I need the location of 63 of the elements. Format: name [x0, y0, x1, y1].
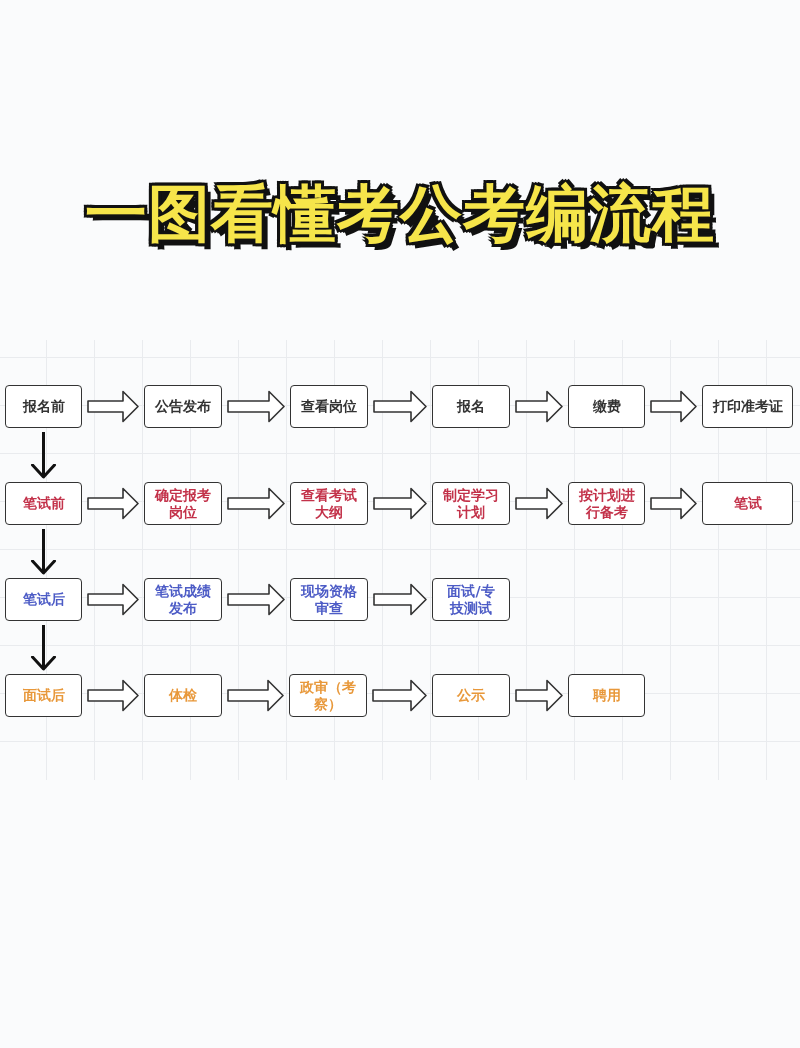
step-box — [5, 674, 82, 717]
step-label: 公示 — [457, 687, 485, 704]
step-label: 政审（考察） — [299, 678, 357, 713]
down-arrow — [31, 625, 56, 671]
step-box — [144, 674, 222, 717]
step-box — [289, 674, 367, 717]
step-box — [432, 482, 510, 525]
step-label: 查看岗位 — [301, 398, 357, 415]
block-arrow — [87, 487, 139, 520]
block-arrow — [373, 487, 427, 520]
title: 一图看懂考公考编流程 — [84, 176, 716, 252]
step-box — [144, 482, 222, 525]
block-arrow — [87, 390, 139, 423]
step-label: 缴费 — [592, 398, 621, 415]
step-label: 面试/专技测试 — [446, 582, 496, 617]
step-label: 打印准考证 — [712, 398, 783, 415]
step-label: 体检 — [169, 687, 197, 704]
block-arrow — [227, 679, 284, 712]
step-box — [144, 385, 222, 428]
step-label: 笔试成绩发布 — [154, 582, 212, 617]
step-label: 面试后 — [22, 687, 65, 704]
step-box — [290, 578, 368, 621]
step-box — [432, 385, 510, 428]
step-box — [432, 578, 510, 621]
step-box — [702, 482, 793, 525]
step-label: 查看考试大纲 — [300, 486, 358, 521]
block-arrow — [650, 390, 697, 423]
step-label: 确定报考岗位 — [153, 486, 212, 521]
down-arrow — [31, 432, 56, 479]
step-label: 制定学习计划 — [442, 486, 500, 521]
step-box — [5, 385, 82, 428]
step-box — [144, 578, 222, 621]
block-arrow — [373, 390, 427, 423]
step-box — [568, 385, 645, 428]
block-arrow — [650, 487, 697, 520]
step-label: 公告发布 — [155, 398, 211, 415]
step-box — [290, 482, 368, 525]
step-box — [5, 578, 82, 621]
step-label: 笔试后 — [22, 591, 65, 608]
step-label: 笔试 — [733, 495, 762, 512]
block-arrow — [87, 679, 139, 712]
block-arrow — [515, 390, 563, 423]
step-box — [568, 674, 645, 717]
step-label: 报名 — [457, 398, 485, 415]
step-box — [432, 674, 510, 717]
step-box — [702, 385, 793, 428]
block-arrow — [515, 679, 563, 712]
down-arrow — [31, 529, 56, 575]
step-label: 聘用 — [592, 687, 621, 704]
step-box — [290, 385, 368, 428]
step-label: 报名前 — [22, 398, 65, 415]
block-arrow — [227, 390, 285, 423]
block-arrow — [227, 487, 285, 520]
block-arrow — [373, 583, 427, 616]
block-arrow — [372, 679, 427, 712]
step-box — [568, 482, 645, 525]
block-arrow — [87, 583, 139, 616]
step-label: 现场资格审查 — [299, 582, 358, 617]
step-box — [5, 482, 82, 525]
block-arrow — [515, 487, 563, 520]
step-label: 笔试前 — [22, 495, 65, 512]
block-arrow — [227, 583, 285, 616]
step-label: 按计划进行备考 — [577, 486, 636, 521]
